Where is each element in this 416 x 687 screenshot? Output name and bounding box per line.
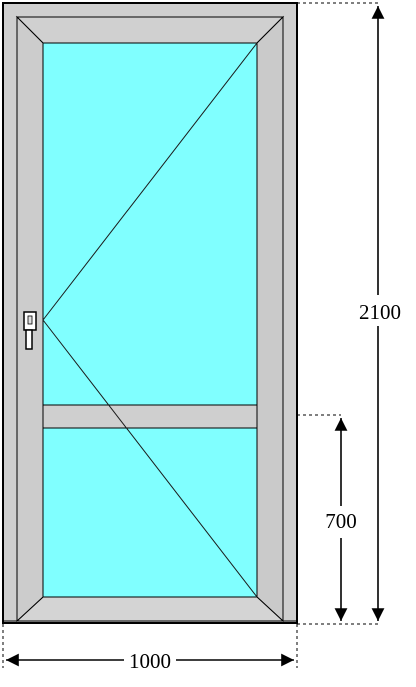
dimension-width: 1000 (5, 649, 294, 673)
glass-pane-lower (42, 427, 258, 598)
dimension-width-label: 1000 (129, 649, 171, 673)
dimension-height-lower-label: 700 (325, 509, 357, 533)
transom-bar (42, 404, 258, 429)
door-sash (15, 15, 285, 623)
extension-lines (2, 2, 380, 668)
dimension-height-total: 2100 (359, 6, 401, 621)
dimension-height-total-label: 2100 (359, 300, 401, 324)
glass-pane-upper (42, 42, 258, 406)
opening-direction-lines (42, 42, 258, 598)
dimension-height-lower: 700 (325, 418, 357, 621)
door-handle-icon (23, 311, 37, 350)
